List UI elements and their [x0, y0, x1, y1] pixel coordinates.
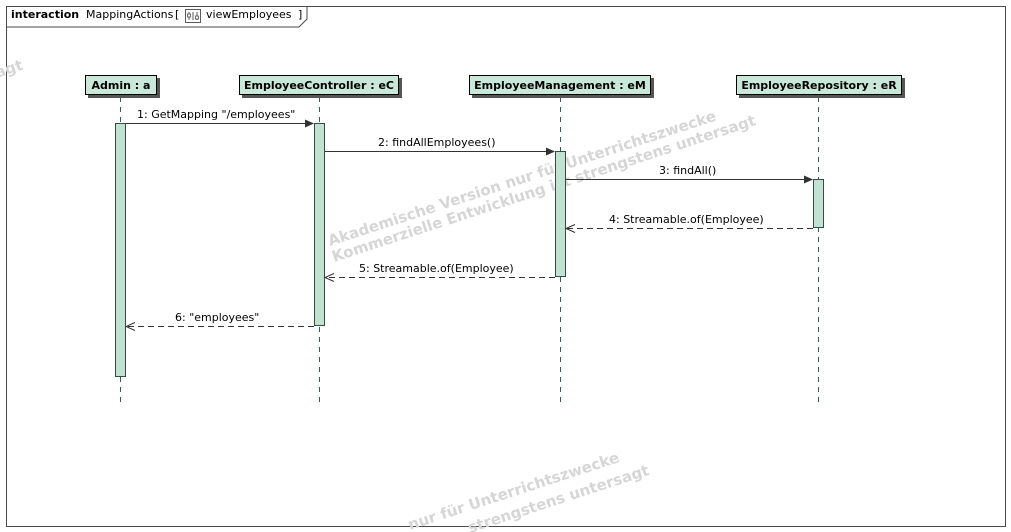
frame-ref-open: [	[175, 8, 179, 21]
message-label-5: 5: Streamable.of(Employee)	[359, 262, 514, 275]
frame-tab	[6, 6, 308, 28]
arrowhead-filled-icon	[305, 119, 314, 128]
arrowhead-filled-icon	[546, 147, 555, 156]
lifeline-label-employee-management: EmployeeManagement : eM	[474, 79, 646, 92]
message-label-4: 4: Streamable.of(Employee)	[609, 213, 764, 226]
arrowhead-open-icon	[564, 224, 576, 233]
message-1[interactable]: 1: GetMapping "/employees"	[126, 108, 314, 128]
message-label-6: 6: "employees"	[175, 311, 259, 324]
frame-keyword: interaction	[11, 8, 79, 21]
lifeline-head-admin[interactable]: Admin : a	[85, 75, 161, 99]
arrowhead-filled-icon	[804, 175, 813, 184]
message-label-3: 3: findAll()	[659, 164, 716, 177]
activation-employee-controller	[314, 123, 325, 326]
message-label-1: 1: GetMapping "/employees"	[137, 108, 295, 121]
lifeline-head-employee-controller[interactable]: EmployeeController : eC	[239, 75, 403, 99]
message-5[interactable]: 5: Streamable.of(Employee)	[323, 262, 555, 282]
activation-employee-repository	[813, 179, 824, 228]
lifeline-label-employee-repository: EmployeeRepository : eR	[741, 79, 897, 92]
activation-admin	[115, 123, 126, 377]
frame-name: MappingActions	[86, 8, 174, 21]
lifeline-label-employee-controller: EmployeeController : eC	[244, 79, 394, 92]
activation-employee-management	[555, 151, 566, 277]
lifeline-label-admin: Admin : a	[92, 79, 151, 92]
message-4[interactable]: 4: Streamable.of(Employee)	[564, 213, 813, 233]
message-3[interactable]: 3: findAll()	[566, 164, 813, 184]
frame-ref-name: viewEmployees	[206, 8, 292, 21]
message-2[interactable]: 2: findAllEmployees()	[325, 136, 555, 156]
message-label-2: 2: findAllEmployees()	[378, 136, 496, 149]
lifeline-head-employee-repository[interactable]: EmployeeRepository : eR	[736, 75, 906, 99]
arrowhead-open-icon	[124, 322, 136, 331]
message-6[interactable]: 6: "employees"	[124, 311, 314, 331]
lifeline-head-employee-management[interactable]: EmployeeManagement : eM	[469, 75, 655, 99]
interaction-use-icon	[185, 9, 201, 23]
frame-ref-close: ]	[298, 8, 302, 21]
arrowhead-open-icon	[323, 273, 335, 282]
